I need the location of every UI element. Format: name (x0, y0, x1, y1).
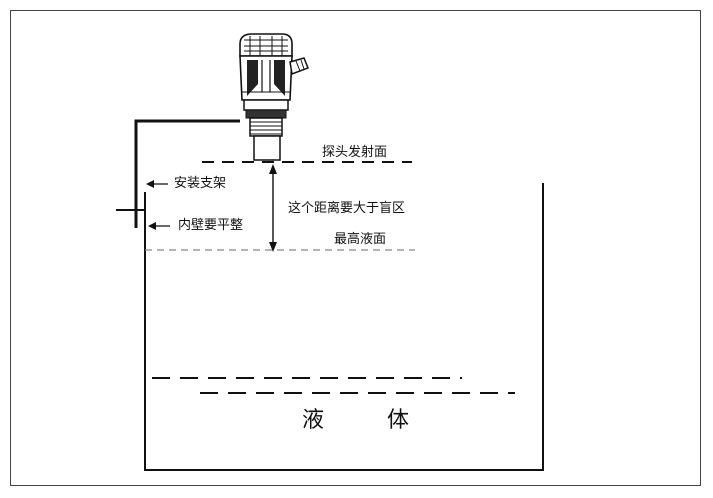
bracket-label: 安装支架 (174, 176, 227, 191)
left-arrow-icon (148, 222, 170, 230)
left-arrow-icon (146, 180, 168, 188)
ultrasonic-sensor-icon (239, 33, 309, 161)
tank-wall (144, 183, 544, 471)
liquid-label: 液 体 (302, 408, 437, 433)
diagram-frame (10, 10, 701, 486)
distance-arrow (269, 164, 277, 252)
probe-face-label: 探头发射面 (322, 145, 388, 160)
mounting-bracket (134, 119, 240, 228)
inner-wall-label: 内壁要平整 (178, 218, 244, 233)
distance-note-label: 这个距离要大于盲区 (288, 201, 406, 216)
max-level-label: 最高液面 (334, 232, 387, 247)
